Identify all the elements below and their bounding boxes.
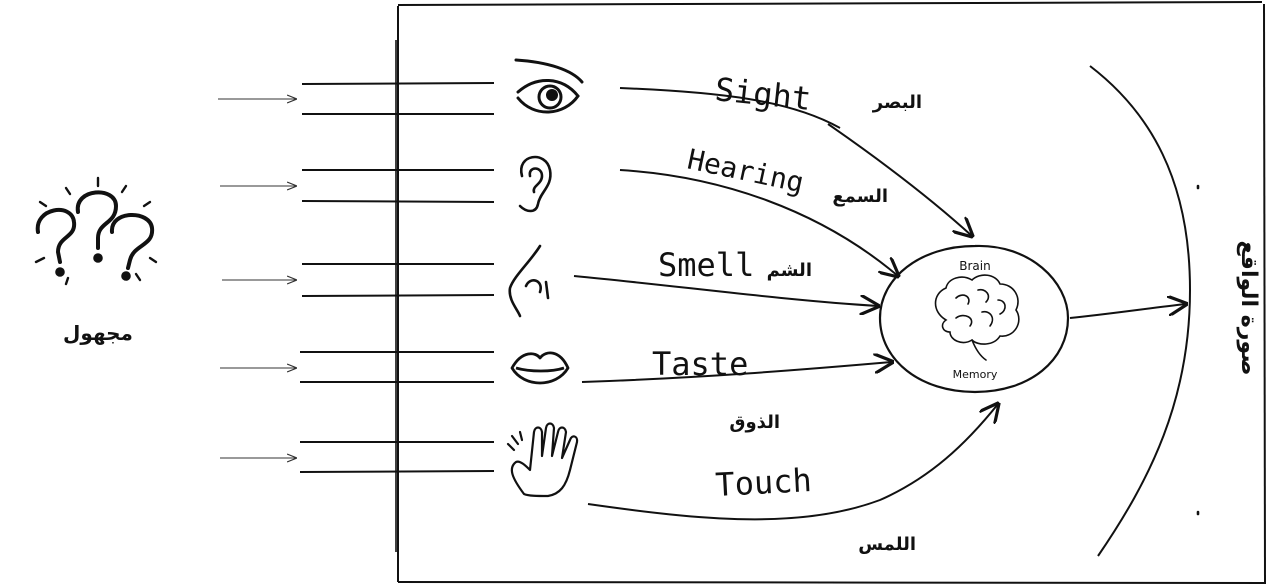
taste-arabic-label: الذوق	[729, 412, 780, 433]
unknown-label: مجهول	[63, 321, 133, 345]
sight-arabic-label: البصر	[872, 92, 922, 113]
lips-icon	[510, 351, 570, 385]
brain-to-reality-arrow	[1069, 304, 1186, 319]
sense-english-labels: Sight Hearing Smell Taste Touch	[652, 70, 813, 504]
memory-label: Memory	[953, 368, 998, 381]
hearing-label: Hearing	[685, 143, 807, 200]
brain-label: Brain	[959, 259, 990, 273]
sight-label: Sight	[713, 70, 813, 118]
touch-arabic-label: اللمس	[858, 534, 916, 555]
reality-label: صورة الواقع	[1236, 241, 1261, 376]
smell-arabic-label: الشم	[767, 260, 812, 281]
reality-arc	[1089, 65, 1192, 557]
touch-label: Touch	[714, 461, 812, 504]
taste-label: Taste	[652, 345, 748, 383]
question-marks-icon	[34, 176, 158, 286]
smell-label: Smell	[658, 246, 754, 284]
brain-node: Brain Memory	[878, 244, 1070, 394]
sense-connections	[573, 87, 998, 521]
incoming-arrows	[218, 99, 296, 458]
ear-icon	[518, 155, 552, 213]
eye-icon	[514, 58, 584, 114]
hearing-arabic-label: السمع	[832, 186, 888, 207]
hand-icon	[506, 422, 579, 498]
nose-icon	[508, 244, 550, 318]
brain-icon	[934, 274, 1020, 361]
sense-arabic-labels: البصر السمع الشم الذوق اللمس	[729, 92, 922, 555]
outer-frame	[397, 1, 1266, 585]
input-channels	[299, 82, 495, 473]
